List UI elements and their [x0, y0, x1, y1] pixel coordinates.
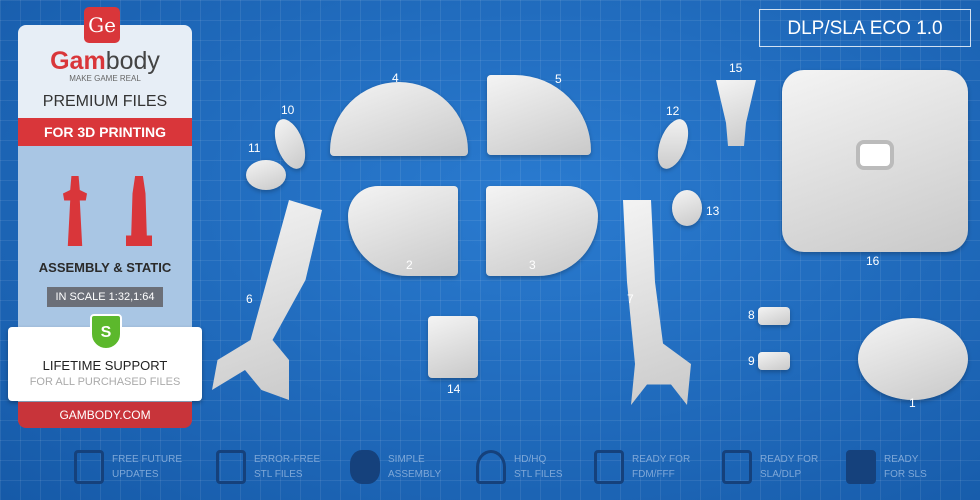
part-label: 4 [392, 71, 399, 85]
part-label: 11 [248, 141, 261, 155]
part-label: 9 [748, 354, 755, 368]
part-15 [716, 80, 756, 146]
sls-printer-icon [846, 450, 876, 484]
part-8 [758, 307, 790, 325]
part-13 [672, 190, 702, 226]
part-label: 5 [555, 72, 562, 86]
part-label: 3 [529, 258, 536, 272]
part-1 [858, 318, 968, 400]
for-3d-printing: FOR 3D PRINTING [18, 118, 192, 146]
scale-badge: IN SCALE 1:32,1:64 [47, 287, 163, 307]
part-label: 8 [748, 308, 755, 322]
part-label: 12 [666, 104, 680, 118]
part-label: 6 [246, 292, 253, 306]
assembly-static: ASSEMBLY & STATIC [38, 260, 172, 275]
part-label: 16 [866, 254, 880, 268]
part-5 [487, 75, 591, 155]
static-figure-icon [126, 176, 152, 246]
part-12 [651, 115, 695, 173]
part-label: 15 [729, 61, 743, 75]
site-link[interactable]: GAMBODY.COM [18, 402, 192, 428]
tagline: MAKE GAME REAL [69, 74, 141, 83]
part-label: 10 [281, 103, 295, 117]
brand-logo: Gambody [50, 47, 160, 75]
premium-files: PREMIUM FILES [42, 93, 168, 110]
part-label: 1 [909, 396, 916, 410]
shield-icon: S [90, 314, 122, 350]
part-6 [212, 200, 322, 400]
part-11 [246, 160, 286, 190]
support-subtitle: FOR ALL PURCHASED FILES [29, 376, 181, 388]
part-label: 2 [406, 258, 413, 272]
part-14 [428, 316, 478, 378]
bust-icon [476, 450, 506, 484]
refresh-icon [74, 450, 104, 484]
sla-printer-icon [722, 450, 752, 484]
fdm-printer-icon [594, 450, 624, 484]
part-9 [758, 352, 790, 370]
assembly-figure-icon [63, 176, 87, 246]
part-label: 7 [627, 292, 634, 306]
part-4 [330, 82, 468, 156]
gambody-logo-badge: Ge [84, 7, 120, 43]
part-3 [486, 186, 598, 276]
part-label: 13 [706, 204, 720, 218]
support-title: LIFETIME SUPPORT [42, 358, 168, 373]
part-label: 14 [447, 382, 461, 396]
part-2 [348, 186, 458, 276]
version-title: DLP/SLA ECO 1.0 [759, 9, 971, 47]
file-check-icon [216, 450, 246, 484]
puzzle-icon [350, 450, 380, 484]
part-16-socket [856, 140, 894, 170]
